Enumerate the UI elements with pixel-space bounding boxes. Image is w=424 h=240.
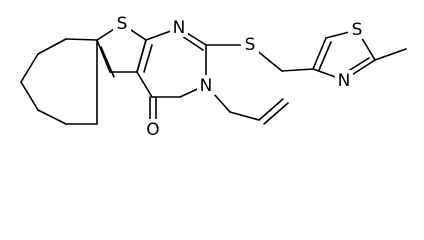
bond [263,102,289,125]
bond [37,38,67,55]
bond [37,109,67,125]
atom-s1: S [113,13,131,34]
molecule-structure-diagram: S N S N O S N [20,13,407,140]
bond [96,39,111,73]
atom-s1-label: S [117,14,128,34]
atom-s3-label: S [352,20,363,40]
bond [20,81,39,111]
bond [65,38,98,41]
atom-s2-label: S [245,35,256,55]
bond [100,46,115,78]
atom-n3: N [335,70,353,91]
bond [20,53,39,83]
atom-n2: N [197,75,215,96]
atom-s2: S [241,34,259,55]
atom-n2-label: N [200,76,213,96]
atom-labels: S N S N O S N [113,13,366,140]
bond [143,44,153,73]
bond [229,111,260,121]
atom-n1: N [170,17,188,38]
atom-o1: O [144,119,162,140]
atom-o1-label: O [146,120,159,140]
bond [258,98,284,121]
atom-n3-label: N [338,71,351,91]
bond [312,37,327,70]
bond [318,41,332,71]
bond [136,39,147,73]
bond [374,48,407,61]
atom-n1-label: N [173,18,186,38]
bond [281,68,314,72]
atom-s3: S [348,19,366,40]
bond [181,35,204,51]
bond [136,71,153,98]
